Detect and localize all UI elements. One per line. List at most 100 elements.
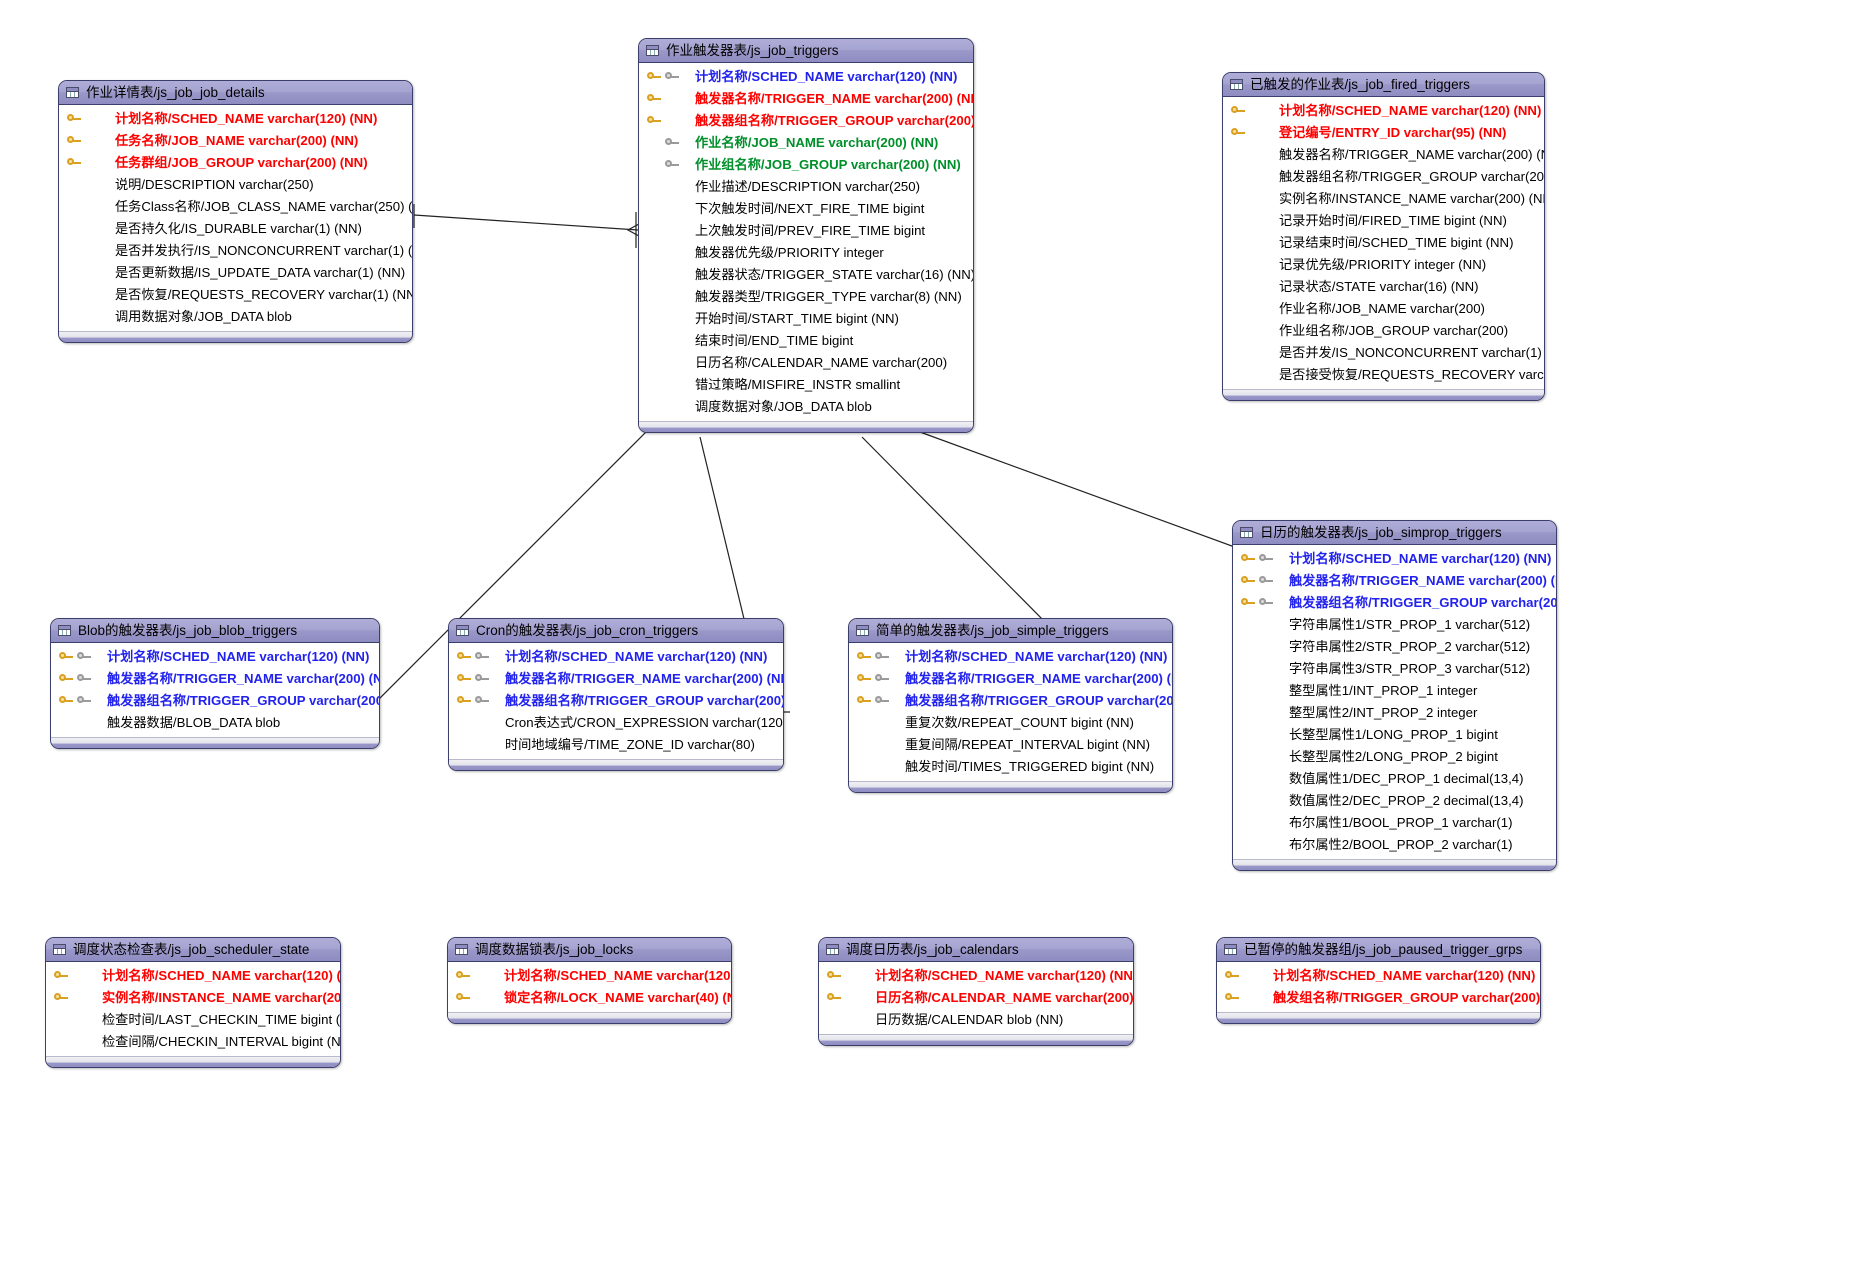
attribute-row[interactable]: 触发器组名称/TRIGGER_GROUP varchar(200) (NN): [1223, 166, 1544, 188]
attribute-row[interactable]: 是否更新数据/IS_UPDATE_DATA varchar(1) (NN): [59, 262, 412, 284]
attribute-row[interactable]: 触发器类型/TRIGGER_TYPE varchar(8) (NN): [639, 286, 973, 308]
attribute-row[interactable]: 整型属性2/INT_PROP_2 integer: [1233, 702, 1556, 724]
attribute-row[interactable]: 日历名称/CALENDAR_NAME varchar(200): [639, 352, 973, 374]
entity-simple_triggers[interactable]: 简单的触发器表/js_job_simple_triggers 计划名称/SCHE…: [848, 618, 1173, 793]
attribute-row[interactable]: 作业名称/JOB_NAME varchar(200): [1223, 298, 1544, 320]
attribute-row[interactable]: 字符串属性1/STR_PROP_1 varchar(512): [1233, 614, 1556, 636]
entity-header[interactable]: 作业详情表/js_job_job_details: [59, 81, 412, 105]
attribute-row[interactable]: 触发器组名称/TRIGGER_GROUP varchar(200) (NN): [449, 690, 783, 712]
attribute-row[interactable]: 作业组名称/JOB_GROUP varchar(200) (NN): [639, 154, 973, 176]
attribute-row[interactable]: 是否接受恢复/REQUESTS_RECOVERY varchar(1): [1223, 364, 1544, 386]
entity-blob_triggers[interactable]: Blob的触发器表/js_job_blob_triggers 计划名称/SCHE…: [50, 618, 380, 749]
attribute-row[interactable]: 记录状态/STATE varchar(16) (NN): [1223, 276, 1544, 298]
attribute-row[interactable]: 字符串属性2/STR_PROP_2 varchar(512): [1233, 636, 1556, 658]
attribute-row[interactable]: 是否并发执行/IS_NONCONCURRENT varchar(1) (NN): [59, 240, 412, 262]
attribute-row[interactable]: 数值属性1/DEC_PROP_1 decimal(13,4): [1233, 768, 1556, 790]
entity-scheduler_state[interactable]: 调度状态检查表/js_job_scheduler_state 计划名称/SCHE…: [45, 937, 341, 1068]
entity-calendars[interactable]: 调度日历表/js_job_calendars 计划名称/SCHED_NAME v…: [818, 937, 1134, 1046]
attribute-row[interactable]: 记录结束时间/SCHED_TIME bigint (NN): [1223, 232, 1544, 254]
attribute-row[interactable]: 锁定名称/LOCK_NAME varchar(40) (NN): [448, 987, 731, 1009]
attribute-row[interactable]: 计划名称/SCHED_NAME varchar(120) (NN): [1233, 548, 1556, 570]
attribute-row[interactable]: 是否持久化/IS_DURABLE varchar(1) (NN): [59, 218, 412, 240]
attribute-row[interactable]: 作业名称/JOB_NAME varchar(200) (NN): [639, 132, 973, 154]
entity-header[interactable]: 调度数据锁表/js_job_locks: [448, 938, 731, 962]
attribute-row[interactable]: 布尔属性2/BOOL_PROP_2 varchar(1): [1233, 834, 1556, 856]
attribute-row[interactable]: 日历名称/CALENDAR_NAME varchar(200) (NN): [819, 987, 1133, 1009]
attribute-row[interactable]: 是否恢复/REQUESTS_RECOVERY varchar(1) (NN): [59, 284, 412, 306]
entity-header[interactable]: 调度状态检查表/js_job_scheduler_state: [46, 938, 340, 962]
attribute-row[interactable]: 时间地域编号/TIME_ZONE_ID varchar(80): [449, 734, 783, 756]
attribute-row[interactable]: 说明/DESCRIPTION varchar(250): [59, 174, 412, 196]
attribute-row[interactable]: 触发器名称/TRIGGER_NAME varchar(200) (NN): [1233, 570, 1556, 592]
attribute-row[interactable]: 计划名称/SCHED_NAME varchar(120) (NN): [1217, 965, 1540, 987]
entity-locks[interactable]: 调度数据锁表/js_job_locks 计划名称/SCHED_NAME varc…: [447, 937, 732, 1024]
attribute-row[interactable]: Cron表达式/CRON_EXPRESSION varchar(120) (NN…: [449, 712, 783, 734]
attribute-row[interactable]: 任务名称/JOB_NAME varchar(200) (NN): [59, 130, 412, 152]
entity-header[interactable]: 调度日历表/js_job_calendars: [819, 938, 1133, 962]
attribute-row[interactable]: 长整型属性2/LONG_PROP_2 bigint: [1233, 746, 1556, 768]
attribute-row[interactable]: 计划名称/SCHED_NAME varchar(120) (NN): [449, 646, 783, 668]
attribute-row[interactable]: 错过策略/MISFIRE_INSTR smallint: [639, 374, 973, 396]
attribute-row[interactable]: 作业组名称/JOB_GROUP varchar(200): [1223, 320, 1544, 342]
attribute-row[interactable]: 触发器名称/TRIGGER_NAME varchar(200) (NN): [639, 88, 973, 110]
entity-header[interactable]: 作业触发器表/js_job_triggers: [639, 39, 973, 63]
attribute-row[interactable]: 检查时间/LAST_CHECKIN_TIME bigint (NN): [46, 1009, 340, 1031]
attribute-row[interactable]: 计划名称/SCHED_NAME varchar(120) (NN): [448, 965, 731, 987]
attribute-row[interactable]: 计划名称/SCHED_NAME varchar(120) (NN): [1223, 100, 1544, 122]
attribute-row[interactable]: 上次触发时间/PREV_FIRE_TIME bigint: [639, 220, 973, 242]
attribute-row[interactable]: 任务Class名称/JOB_CLASS_NAME varchar(250) (N…: [59, 196, 412, 218]
attribute-row[interactable]: 是否并发/IS_NONCONCURRENT varchar(1): [1223, 342, 1544, 364]
attribute-row[interactable]: 调度数据对象/JOB_DATA blob: [639, 396, 973, 418]
entity-fired_triggers[interactable]: 已触发的作业表/js_job_fired_triggers 计划名称/SCHED…: [1222, 72, 1545, 401]
attribute-row[interactable]: 重复次数/REPEAT_COUNT bigint (NN): [849, 712, 1172, 734]
entity-job_triggers[interactable]: 作业触发器表/js_job_triggers 计划名称/SCHED_NAME v…: [638, 38, 974, 433]
attribute-row[interactable]: 触发器组名称/TRIGGER_GROUP varchar(200) (NN): [51, 690, 379, 712]
attribute-row[interactable]: 布尔属性1/BOOL_PROP_1 varchar(1): [1233, 812, 1556, 834]
attribute-row[interactable]: 触发器名称/TRIGGER_NAME varchar(200) (NN): [51, 668, 379, 690]
attribute-row[interactable]: 重复间隔/REPEAT_INTERVAL bigint (NN): [849, 734, 1172, 756]
attribute-row[interactable]: 整型属性1/INT_PROP_1 integer: [1233, 680, 1556, 702]
attribute-row[interactable]: 触发器组名称/TRIGGER_GROUP varchar(200) (NN): [1233, 592, 1556, 614]
entity-header[interactable]: Cron的触发器表/js_job_cron_triggers: [449, 619, 783, 643]
attribute-row[interactable]: 记录优先级/PRIORITY integer (NN): [1223, 254, 1544, 276]
attribute-row[interactable]: 数值属性2/DEC_PROP_2 decimal(13,4): [1233, 790, 1556, 812]
attribute-row[interactable]: 计划名称/SCHED_NAME varchar(120) (NN): [849, 646, 1172, 668]
attribute-row[interactable]: 触发器名称/TRIGGER_NAME varchar(200) (NN): [449, 668, 783, 690]
attribute-row[interactable]: 实例名称/INSTANCE_NAME varchar(200) (NN): [46, 987, 340, 1009]
attribute-row[interactable]: 触发器数据/BLOB_DATA blob: [51, 712, 379, 734]
entity-header[interactable]: 已暂停的触发器组/js_job_paused_trigger_grps: [1217, 938, 1540, 962]
attribute-row[interactable]: 计划名称/SCHED_NAME varchar(120) (NN): [639, 66, 973, 88]
attribute-row[interactable]: 计划名称/SCHED_NAME varchar(120) (NN): [46, 965, 340, 987]
attribute-row[interactable]: 触发器状态/TRIGGER_STATE varchar(16) (NN): [639, 264, 973, 286]
attribute-row[interactable]: 计划名称/SCHED_NAME varchar(120) (NN): [51, 646, 379, 668]
attribute-row[interactable]: 登记编号/ENTRY_ID varchar(95) (NN): [1223, 122, 1544, 144]
attribute-row[interactable]: 触发器名称/TRIGGER_NAME varchar(200) (NN): [1223, 144, 1544, 166]
attribute-row[interactable]: 下次触发时间/NEXT_FIRE_TIME bigint: [639, 198, 973, 220]
attribute-row[interactable]: 触发器组名称/TRIGGER_GROUP varchar(200) (NN): [639, 110, 973, 132]
attribute-row[interactable]: 实例名称/INSTANCE_NAME varchar(200) (NN): [1223, 188, 1544, 210]
attribute-row[interactable]: 触发组名称/TRIGGER_GROUP varchar(200) (NN): [1217, 987, 1540, 1009]
attribute-row[interactable]: 记录开始时间/FIRED_TIME bigint (NN): [1223, 210, 1544, 232]
attribute-row[interactable]: 日历数据/CALENDAR blob (NN): [819, 1009, 1133, 1031]
attribute-row[interactable]: 触发器优先级/PRIORITY integer: [639, 242, 973, 264]
attribute-row[interactable]: 触发器名称/TRIGGER_NAME varchar(200) (NN): [849, 668, 1172, 690]
entity-header[interactable]: 已触发的作业表/js_job_fired_triggers: [1223, 73, 1544, 97]
attribute-row[interactable]: 结束时间/END_TIME bigint: [639, 330, 973, 352]
attribute-row[interactable]: 长整型属性1/LONG_PROP_1 bigint: [1233, 724, 1556, 746]
attribute-row[interactable]: 触发器组名称/TRIGGER_GROUP varchar(200) (NN): [849, 690, 1172, 712]
attribute-row[interactable]: 计划名称/SCHED_NAME varchar(120) (NN): [59, 108, 412, 130]
entity-header[interactable]: Blob的触发器表/js_job_blob_triggers: [51, 619, 379, 643]
attribute-row[interactable]: 任务群组/JOB_GROUP varchar(200) (NN): [59, 152, 412, 174]
entity-header[interactable]: 简单的触发器表/js_job_simple_triggers: [849, 619, 1172, 643]
attribute-row[interactable]: 检查间隔/CHECKIN_INTERVAL bigint (NN): [46, 1031, 340, 1053]
attribute-row[interactable]: 开始时间/START_TIME bigint (NN): [639, 308, 973, 330]
attribute-row[interactable]: 作业描述/DESCRIPTION varchar(250): [639, 176, 973, 198]
entity-header[interactable]: 日历的触发器表/js_job_simprop_triggers: [1233, 521, 1556, 545]
attribute-row[interactable]: 计划名称/SCHED_NAME varchar(120) (NN): [819, 965, 1133, 987]
entity-paused_trigger_grps[interactable]: 已暂停的触发器组/js_job_paused_trigger_grps 计划名称…: [1216, 937, 1541, 1024]
attribute-row[interactable]: 调用数据对象/JOB_DATA blob: [59, 306, 412, 328]
entity-simprop_triggers[interactable]: 日历的触发器表/js_job_simprop_triggers 计划名称/SCH…: [1232, 520, 1557, 871]
attribute-row[interactable]: 触发时间/TIMES_TRIGGERED bigint (NN): [849, 756, 1172, 778]
attribute-row[interactable]: 字符串属性3/STR_PROP_3 varchar(512): [1233, 658, 1556, 680]
